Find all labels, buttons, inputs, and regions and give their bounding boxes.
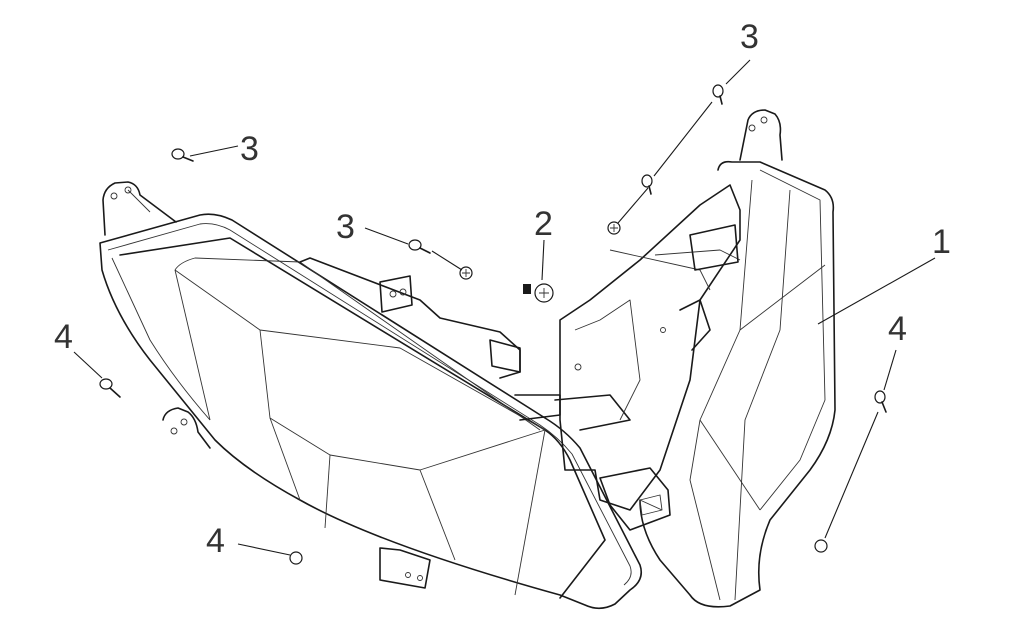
fastener-3-mid-b — [459, 266, 473, 280]
headlamp-right-housing — [559, 109, 836, 608]
fastener-4-right — [874, 390, 887, 413]
fastener-3-top-left — [171, 148, 194, 162]
fastener-2-bolt — [523, 283, 554, 303]
callout-4-left: 4 — [54, 318, 73, 356]
fastener-3-right-c — [607, 221, 621, 235]
callout-4-bottom: 4 — [206, 522, 225, 560]
fastener-4-bottom-right — [814, 539, 828, 553]
callout-labels: 3 3 3 2 1 4 4 4 — [54, 18, 951, 560]
fastener-4-bottom — [289, 551, 303, 565]
fastener-4-left — [99, 378, 121, 398]
callout-3-top-left: 3 — [240, 130, 259, 168]
callout-4-right: 4 — [888, 310, 907, 348]
fastener-3-mid-a — [408, 239, 431, 254]
callout-3-middle: 3 — [336, 208, 355, 246]
callout-3-top-right: 3 — [740, 18, 759, 56]
headlamp-center-bracket — [299, 257, 631, 431]
leader-lines — [73, 59, 936, 556]
fastener-3-right-b — [641, 174, 653, 195]
callout-2: 2 — [534, 205, 553, 243]
headlamp-left-housing — [99, 181, 643, 610]
callout-1: 1 — [932, 223, 951, 261]
fastener-3-right-a — [712, 84, 724, 105]
